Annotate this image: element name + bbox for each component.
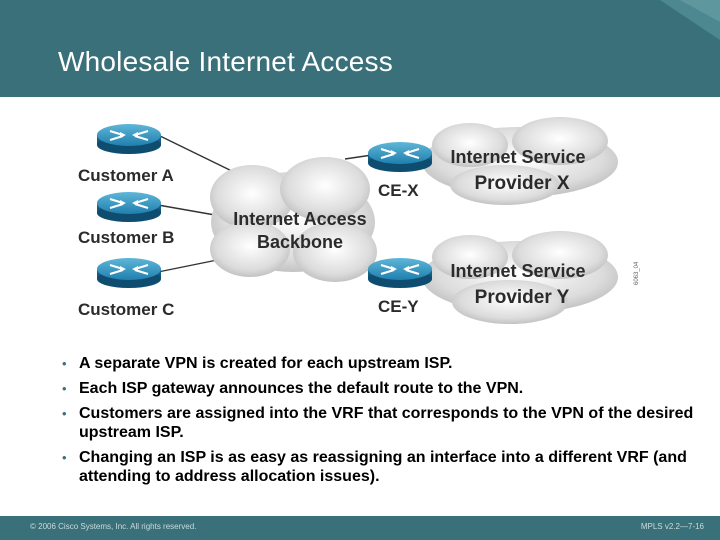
ce-y-label: CE-Y bbox=[378, 297, 419, 316]
isp-x-label-line1: Internet Service bbox=[450, 147, 585, 167]
bullet-dot-icon: • bbox=[62, 406, 67, 421]
ce-x-label: CE-X bbox=[378, 181, 419, 200]
bullet-text: Customers are assigned into the VRF that… bbox=[79, 405, 694, 441]
isp-y-cloud bbox=[422, 231, 618, 324]
bullet-dot-icon: • bbox=[62, 450, 67, 465]
bullet-text: Changing an ISP is as easy as reassignin… bbox=[79, 449, 687, 485]
page-number: MPLS v2.2—7-16 bbox=[640, 522, 704, 531]
bullet-item: • A separate VPN is created for each upst… bbox=[62, 354, 702, 373]
customer-c-label: Customer C bbox=[78, 300, 174, 319]
bullet-dot-icon: • bbox=[62, 381, 67, 396]
router-ce-y-icon bbox=[366, 256, 434, 290]
isp-y-label-line1: Internet Service bbox=[450, 261, 585, 281]
slide-title: Wholesale Internet Access bbox=[58, 46, 393, 77]
isp-y-label-line2: Provider Y bbox=[475, 287, 570, 308]
backbone-label-line1: Internet Access bbox=[233, 209, 366, 229]
router-customer-a-icon bbox=[95, 122, 163, 156]
isp-x-label-line2: Provider X bbox=[474, 173, 569, 194]
isp-x-cloud bbox=[422, 117, 618, 205]
bullet-item: • Customers are assigned into the VRF tha… bbox=[62, 404, 702, 442]
network-diagram: Customer A Customer B Customer C Interne… bbox=[78, 117, 640, 324]
bullet-list: • A separate VPN is created for each upst… bbox=[62, 354, 702, 492]
bullet-text: A separate VPN is created for each upstr… bbox=[79, 355, 453, 372]
slide-footer: © 2006 Cisco Systems, Inc. All rights re… bbox=[0, 516, 720, 540]
copyright-text: © 2006 Cisco Systems, Inc. All rights re… bbox=[30, 522, 197, 531]
bullet-item: • Changing an ISP is as easy as reassigni… bbox=[62, 448, 702, 486]
router-customer-b-icon bbox=[95, 190, 163, 224]
customer-a-label: Customer A bbox=[78, 166, 174, 185]
header-corner-fold bbox=[660, 0, 720, 40]
bullet-text: Each ISP gateway announces the default r… bbox=[79, 380, 524, 397]
backbone-cloud bbox=[210, 157, 377, 282]
bullet-dot-icon: • bbox=[62, 356, 67, 371]
router-customer-c-icon bbox=[95, 256, 163, 290]
bullet-item: • Each ISP gateway announces the default … bbox=[62, 379, 702, 398]
customer-b-label: Customer B bbox=[78, 228, 174, 247]
slide-header: Wholesale Internet Access bbox=[0, 0, 720, 97]
router-ce-x-icon bbox=[366, 140, 434, 174]
backbone-label-line2: Backbone bbox=[257, 232, 343, 252]
figure-id-label: 6063_04 bbox=[634, 261, 640, 285]
